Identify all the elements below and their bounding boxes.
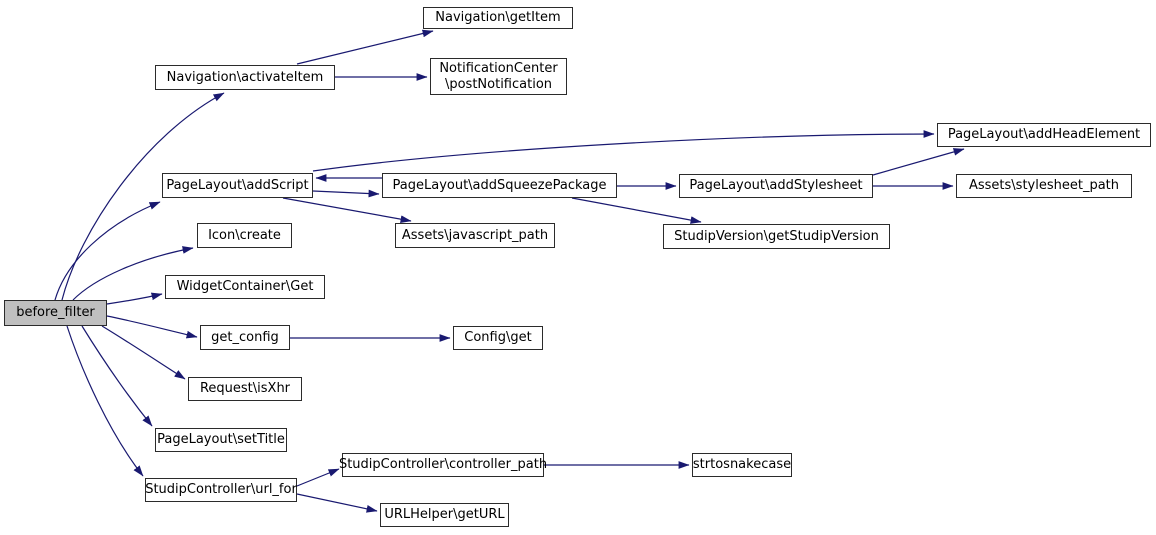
- node-urlhelper-geturl[interactable]: URLHelper\getURL: [380, 503, 509, 527]
- node-strtosnakecase[interactable]: strtosnakecase: [692, 453, 792, 477]
- node-config-get[interactable]: Config\get: [453, 326, 543, 350]
- node-studipcontroller-controller-path[interactable]: StudipController\controller_path: [339, 453, 547, 477]
- node-request-isxhr[interactable]: Request\isXhr: [188, 377, 302, 401]
- edge-before_filter-to-pagelayout_settitle: [81, 325, 153, 427]
- node-assets-javascript-path[interactable]: Assets\javascript_path: [395, 223, 555, 248]
- edge-before_filter-to-widgetcontainer_get: [106, 292, 163, 305]
- node-get-config[interactable]: get_config: [200, 325, 290, 350]
- edge-studipcontroller_url_for-to-urlhelper_geturl: [296, 493, 378, 513]
- node-assets-stylesheet-path[interactable]: Assets\stylesheet_path: [956, 174, 1132, 198]
- edge-before_filter-to-studipcontroller_url_for: [66, 325, 144, 477]
- edge-pagelayout_addscript-to-assets_javascript_path: [282, 197, 412, 223]
- node-pagelayout-addstylesheet[interactable]: PageLayout\addStylesheet: [679, 174, 873, 198]
- edge-before_filter-to-pagelayout_addscript: [54, 201, 161, 301]
- node-navigation-activateitem[interactable]: Navigation\activateItem: [155, 65, 335, 90]
- edge-pagelayout_addsqueezepackage-to-studipversion_getstudipversion: [571, 197, 702, 224]
- node-notificationcenter-postnotification[interactable]: NotificationCenter \postNotification: [430, 58, 567, 95]
- node-pagelayout-addscript[interactable]: PageLayout\addScript: [162, 173, 313, 198]
- edge-before_filter-to-request_isxhr: [101, 325, 186, 380]
- node-pagelayout-addsqueezepackage[interactable]: PageLayout\addSqueezePackage: [382, 173, 617, 198]
- edge-navigation_activateitem-to-navigation_getitem: [296, 29, 434, 65]
- node-pagelayout-addheadelement[interactable]: PageLayout\addHeadElement: [937, 123, 1151, 147]
- edge-pagelayout_addstylesheet-to-pagelayout_addheadelement: [872, 148, 965, 176]
- edge-before_filter-to-get_config: [106, 315, 198, 339]
- node-pagelayout-settitle[interactable]: PageLayout\setTitle: [155, 428, 287, 452]
- node-icon-create[interactable]: Icon\create: [197, 223, 292, 248]
- edge-pagelayout_addscript-to-pagelayout_addsqueezepackage: [312, 189, 380, 198]
- node-studipcontroller-url-for[interactable]: StudipController\url_for: [145, 478, 297, 502]
- node-before-filter[interactable]: before_filter: [4, 300, 107, 326]
- node-studipversion-getstudipversion[interactable]: StudipVersion\getStudipVersion: [663, 224, 890, 249]
- node-widgetcontainer-get[interactable]: WidgetContainer\Get: [165, 275, 325, 299]
- edge-studipcontroller_url_for-to-studipcontroller_controller_path: [296, 468, 340, 487]
- edge-pagelayout_addscript-to-pagelayout_addheadelement: [312, 130, 935, 172]
- node-navigation-getitem[interactable]: Navigation\getItem: [423, 7, 573, 29]
